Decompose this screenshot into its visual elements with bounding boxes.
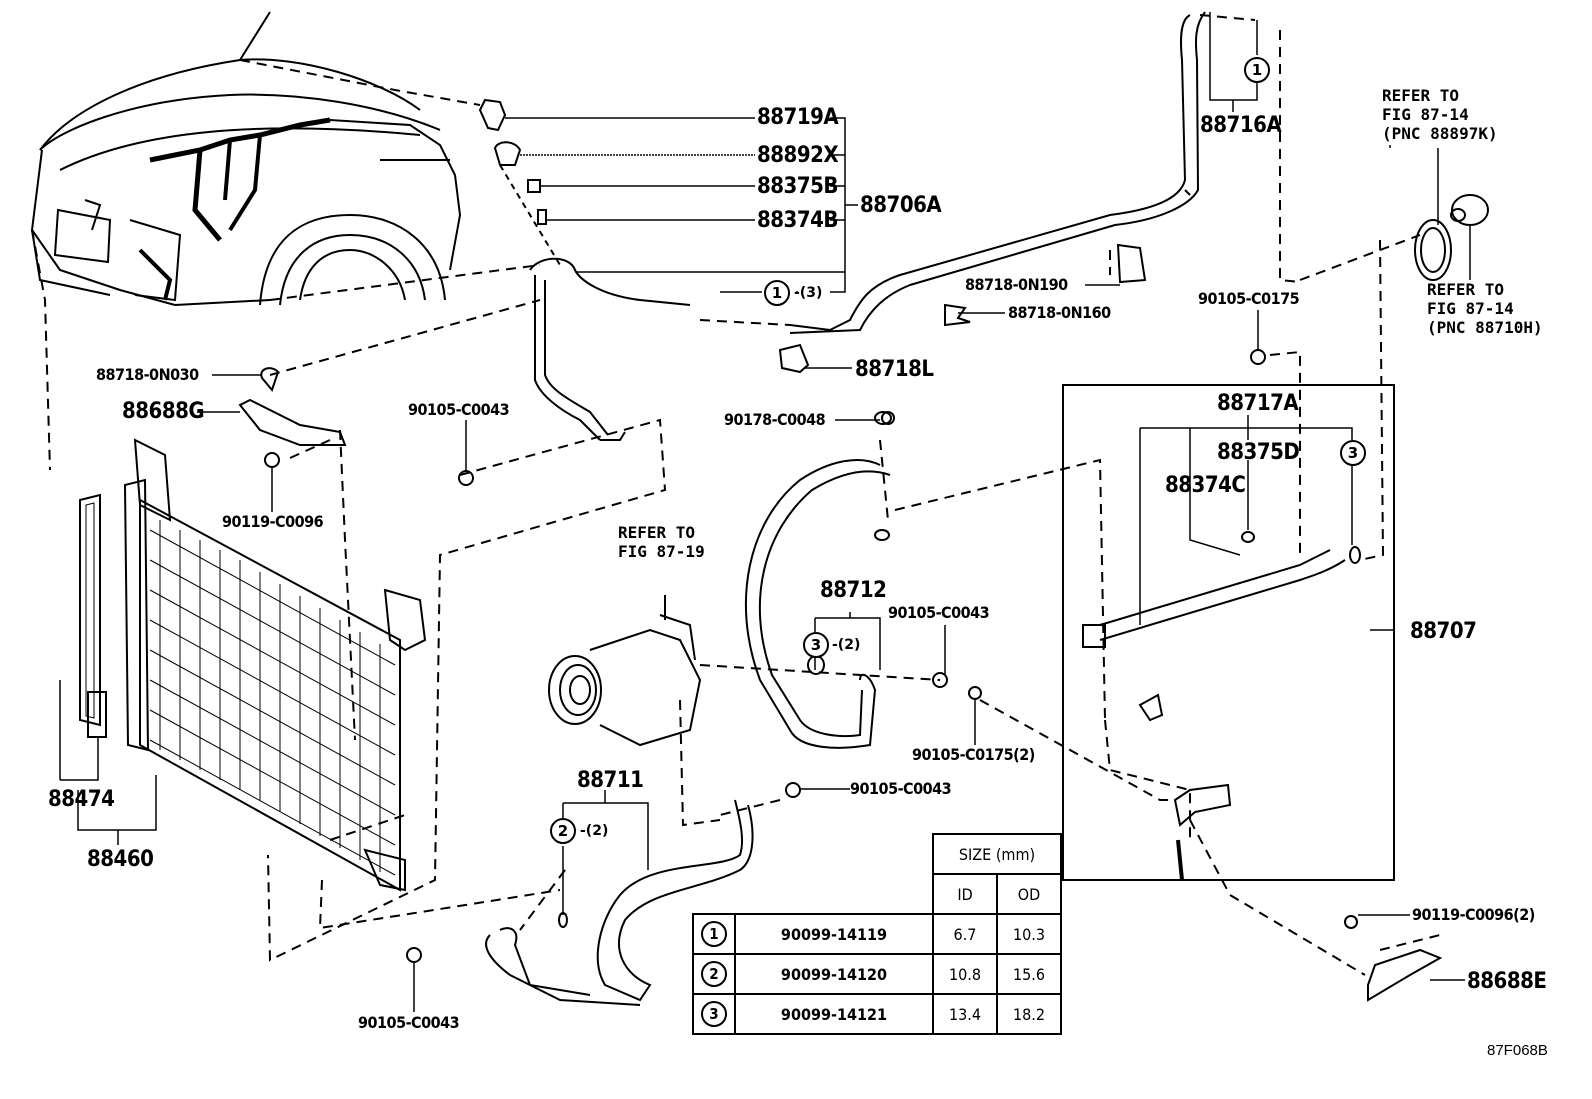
callout-88892X[interactable]: 88892X (757, 143, 839, 168)
callout-88719A[interactable]: 88719A (757, 105, 839, 130)
table-header-od: OD (996, 873, 1062, 915)
bolt-90119-C0096-shape (264, 452, 280, 468)
bolt-88707-shape (1176, 839, 1184, 881)
callout-90178-C0048[interactable]: 90178-C0048 (724, 410, 826, 429)
row-part-number[interactable]: 90099-14119 (734, 913, 934, 955)
leader-lines (197, 12, 1471, 1012)
bolt-90105-C0175-2-shape (968, 686, 982, 700)
callout-88688G[interactable]: 88688G (122, 399, 205, 424)
hose-88711 (485, 799, 754, 1006)
callout-90119-C0096[interactable]: 90119-C0096 (222, 512, 324, 531)
callout-90105-C0175-top[interactable]: 90105-C0175 (1198, 289, 1300, 308)
row-part-number[interactable]: 90099-14120 (734, 953, 934, 995)
circle-ref-1-88716A: 1 (1244, 57, 1270, 83)
callout-88375B[interactable]: 88375B (757, 174, 838, 199)
qty-ref-1: -(3) (794, 285, 823, 301)
clamp-88718-0N190-shape (1116, 243, 1147, 284)
callout-90105-C0043-c[interactable]: 90105-C0043 (850, 779, 952, 798)
figure-id: 87F068B (1487, 1042, 1548, 1059)
bracket-88688G-shape (238, 398, 347, 446)
table-subheader-row: ID OD (693, 873, 1062, 915)
bolt-90119-C0096-2-shape (1344, 915, 1358, 929)
clip-88718-0N030-shape (260, 367, 280, 393)
hose-88712 (744, 411, 892, 749)
callout-88711[interactable]: 88711 (577, 768, 644, 793)
row-ref-circle: 1 (701, 921, 727, 947)
row-id: 13.4 (932, 993, 998, 1035)
circle-ref-2-88711: 2 (550, 818, 576, 844)
magnet-clutch (1414, 194, 1489, 281)
group-box-88707 (1062, 384, 1395, 881)
callout-88688E[interactable]: 88688E (1467, 969, 1547, 994)
condenser-88460 (79, 438, 427, 892)
callout-88474[interactable]: 88474 (48, 787, 115, 812)
circle-ref-3-88712: 3 (803, 632, 829, 658)
circle-ref-1: 1 (764, 280, 790, 306)
callout-90105-C0175-2[interactable]: 90105-C0175(2) (912, 745, 1035, 764)
callout-88718-0N030[interactable]: 88718-0N030 (96, 365, 199, 384)
callout-88712[interactable]: 88712 (820, 578, 887, 603)
table-header-id: ID (932, 873, 998, 915)
callout-88706A[interactable]: 88706A (860, 193, 942, 218)
bolt-90105-C0175-top-shape (1250, 349, 1266, 365)
row-id: 10.8 (932, 953, 998, 995)
row-ref-circle: 2 (701, 961, 727, 987)
clamp-88718-0N160-shape (944, 303, 971, 327)
nut-90178-C0048-shape (881, 411, 895, 425)
callout-90105-C0043-d[interactable]: 90105-C0043 (358, 1013, 460, 1032)
callout-88718-0N160[interactable]: 88718-0N160 (1008, 303, 1111, 322)
row-od: 10.3 (996, 913, 1062, 955)
circle-ref-3-88717A: 3 (1340, 440, 1366, 466)
pipe-88716A (789, 11, 1206, 334)
pipe-88707 (1082, 531, 1361, 648)
row-ref-circle: 3 (701, 1001, 727, 1027)
clip-88718L-shape (778, 343, 810, 374)
qty-ref-3-88712: -(2) (832, 637, 861, 653)
row-od: 18.2 (996, 993, 1062, 1035)
bolt-90105-C0043-b-shape (932, 672, 948, 688)
callout-90105-C0043-b[interactable]: 90105-C0043 (888, 603, 990, 622)
pressure-switch-stack (478, 98, 691, 441)
callout-88374C[interactable]: 88374C (1165, 473, 1246, 498)
bracket-88707-shape (1173, 783, 1232, 827)
callout-88717A[interactable]: 88717A (1217, 391, 1299, 416)
clamp-88707-shape (1138, 693, 1164, 722)
bolt-90105-C0043-d-shape (406, 947, 422, 963)
callout-88707[interactable]: 88707 (1410, 619, 1477, 644)
table-row: 3 90099-14121 13.4 18.2 (692, 993, 1062, 1035)
callout-88374B[interactable]: 88374B (757, 208, 838, 233)
bracket-lines (59, 680, 157, 845)
compressor-illustration (548, 595, 702, 747)
dashed-leaders (31, 14, 1441, 976)
callout-88460[interactable]: 88460 (87, 847, 154, 872)
row-od: 15.6 (996, 953, 1062, 995)
callout-88718L[interactable]: 88718L (855, 357, 934, 382)
reference-clutch-top[interactable]: REFER TO FIG 87-14 (PNC 88897K) (1382, 86, 1498, 143)
oring-size-table: SIZE (mm) ID OD 1 90099-14119 6.7 10.3 2… (692, 833, 1062, 1035)
reference-compressor[interactable]: REFER TO FIG 87-19 (618, 523, 705, 561)
vehicle-front-illustration (30, 11, 462, 306)
qty-ref-2-88711: -(2) (580, 823, 609, 839)
callout-88375D[interactable]: 88375D (1217, 440, 1300, 465)
callout-90105-C0043-a[interactable]: 90105-C0043 (408, 400, 510, 419)
table-row: 2 90099-14120 10.8 15.6 (692, 953, 1062, 995)
group-lines-88717A (1139, 415, 1395, 631)
table-header-row: SIZE (mm) (693, 833, 1062, 875)
row-id: 6.7 (932, 913, 998, 955)
bolt-90105-C0043-c-shape (785, 782, 801, 798)
bracket-88688E-shape (1367, 948, 1443, 1002)
callout-88716A[interactable]: 88716A (1200, 113, 1282, 138)
table-header-size: SIZE (mm) (932, 833, 1062, 875)
callout-88718-0N190[interactable]: 88718-0N190 (965, 275, 1068, 294)
row-part-number[interactable]: 90099-14121 (734, 993, 934, 1035)
table-row: 1 90099-14119 6.7 10.3 (692, 913, 1062, 955)
callout-90119-C0096-2[interactable]: 90119-C0096(2) (1412, 905, 1535, 924)
reference-clutch-bottom[interactable]: REFER TO FIG 87-14 (PNC 88710H) (1427, 280, 1543, 337)
